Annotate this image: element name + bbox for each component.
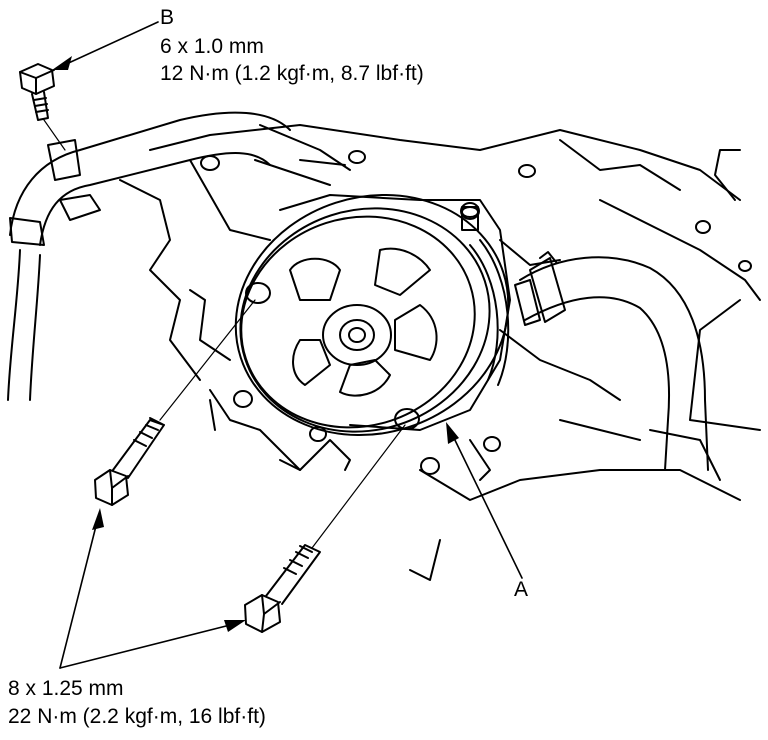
- upper-hose: [7, 111, 351, 401]
- lower-bolts-size: 8 x 1.25 mm: [8, 677, 124, 700]
- pump-pulley: [234, 193, 510, 437]
- lower-hose: [514, 251, 709, 471]
- callout-b-size: 6 x 1.0 mm: [160, 35, 264, 58]
- callout-b-letter: B: [160, 6, 175, 29]
- lower-bolts-torque: 22 N·m (2.2 kgf·m, 16 lbf·ft): [8, 705, 266, 728]
- arrow-heads: [52, 56, 459, 632]
- callout-b-torque: 12 N·m (1.2 kgf·m, 8.7 lbf·ft): [160, 62, 424, 85]
- alignment-lines: [43, 119, 406, 549]
- bolt-lower-2: [244, 544, 321, 633]
- callout-a-letter: A: [514, 578, 529, 601]
- bolt-b: [19, 63, 55, 121]
- bolt-lower-1: [94, 417, 165, 506]
- leader-arrows: [59, 21, 523, 669]
